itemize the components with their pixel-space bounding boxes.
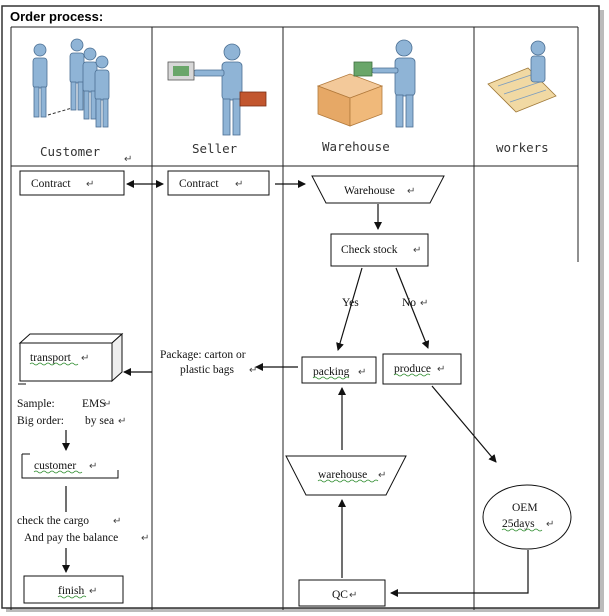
qc-box (298, 579, 386, 607)
seller-icon (167, 43, 267, 136)
lane-label-warehouse: Warehouse (322, 139, 390, 154)
return-mark: ↵ (235, 179, 243, 190)
check-stock-label: Check stock (341, 244, 398, 256)
transport-box (18, 332, 124, 383)
return-mark: ↵ (349, 590, 357, 601)
return-mark: ↵ (420, 298, 428, 309)
return-mark: ↵ (358, 367, 366, 378)
produce-to-oem-arrow (431, 385, 497, 463)
spell-underline (501, 528, 543, 532)
warehouse-icon (316, 39, 416, 128)
workers-icon (487, 40, 557, 113)
return-mark: ↵ (124, 154, 132, 165)
lane-label-workers: workers (496, 140, 549, 155)
customers-icon (32, 38, 110, 128)
pay-balance-label: And pay the balance (24, 532, 118, 544)
oem-label-line2: 25days (502, 518, 535, 530)
check-cargo-label: check the cargo (17, 515, 89, 527)
return-mark: ↵ (118, 416, 126, 427)
check-stock-box (330, 233, 429, 267)
sample-label: Sample: (17, 398, 55, 410)
return-mark: ↵ (141, 533, 149, 544)
return-mark: ↵ (413, 245, 421, 256)
package-text-line1: Package: carton or (160, 349, 246, 361)
oem-to-qc-arrow (390, 550, 529, 597)
warehouse-top-shape (311, 175, 445, 204)
customer-box (21, 454, 119, 479)
oem-ellipse (482, 484, 572, 550)
warehouse-top-label: Warehouse (344, 185, 395, 197)
spell-underline (29, 362, 79, 366)
no-label: No (402, 297, 416, 309)
customer-contract-label: Contract (31, 178, 71, 190)
seller-contract-label: Contract (179, 178, 219, 190)
warehouse-bottom-label: warehouse (318, 469, 367, 481)
spell-underline (393, 373, 431, 377)
seller-contract-box (167, 170, 270, 196)
return-mark: ↵ (378, 470, 386, 481)
produce-label: produce (394, 363, 431, 375)
return-mark: ↵ (86, 179, 94, 190)
big-order-value: by sea (85, 415, 114, 427)
warehouse-bottom-shape (285, 455, 407, 496)
customer-label: customer (34, 460, 76, 472)
return-mark: ↵ (407, 186, 415, 197)
lane-label-seller: Seller (192, 141, 238, 156)
transport-label: transport (30, 352, 72, 364)
finish-label: finish (58, 585, 84, 597)
packing-label: packing (313, 366, 350, 378)
return-mark: ↵ (437, 364, 445, 375)
spell-underline (312, 376, 350, 380)
spell-underline (57, 595, 87, 599)
spell-underline (33, 470, 83, 474)
customer-contract-box (19, 170, 125, 196)
oem-label-line1: OEM (512, 502, 538, 514)
finish-box (23, 575, 124, 604)
lane-label-customer: Customer (40, 144, 101, 159)
spell-underline (317, 479, 379, 483)
return-mark: ↵ (89, 586, 97, 597)
qc-label: QC (332, 589, 348, 601)
return-mark: ↵ (89, 461, 97, 472)
yes-arrow (336, 267, 363, 351)
return-mark: ↵ (546, 519, 554, 530)
return-mark: ↵ (249, 365, 257, 376)
return-mark: ↵ (81, 353, 89, 364)
yes-label: Yes (342, 297, 359, 309)
sample-value: EMS (82, 398, 106, 410)
packing-box (301, 356, 377, 384)
return-mark: ↵ (103, 399, 111, 410)
big-order-label: Big order: (17, 415, 64, 427)
return-mark: ↵ (113, 516, 121, 527)
produce-box (382, 353, 462, 385)
diagram-title: Order process: (10, 9, 103, 24)
no-arrow (395, 267, 430, 349)
package-text-line2: plastic bags (180, 364, 234, 376)
